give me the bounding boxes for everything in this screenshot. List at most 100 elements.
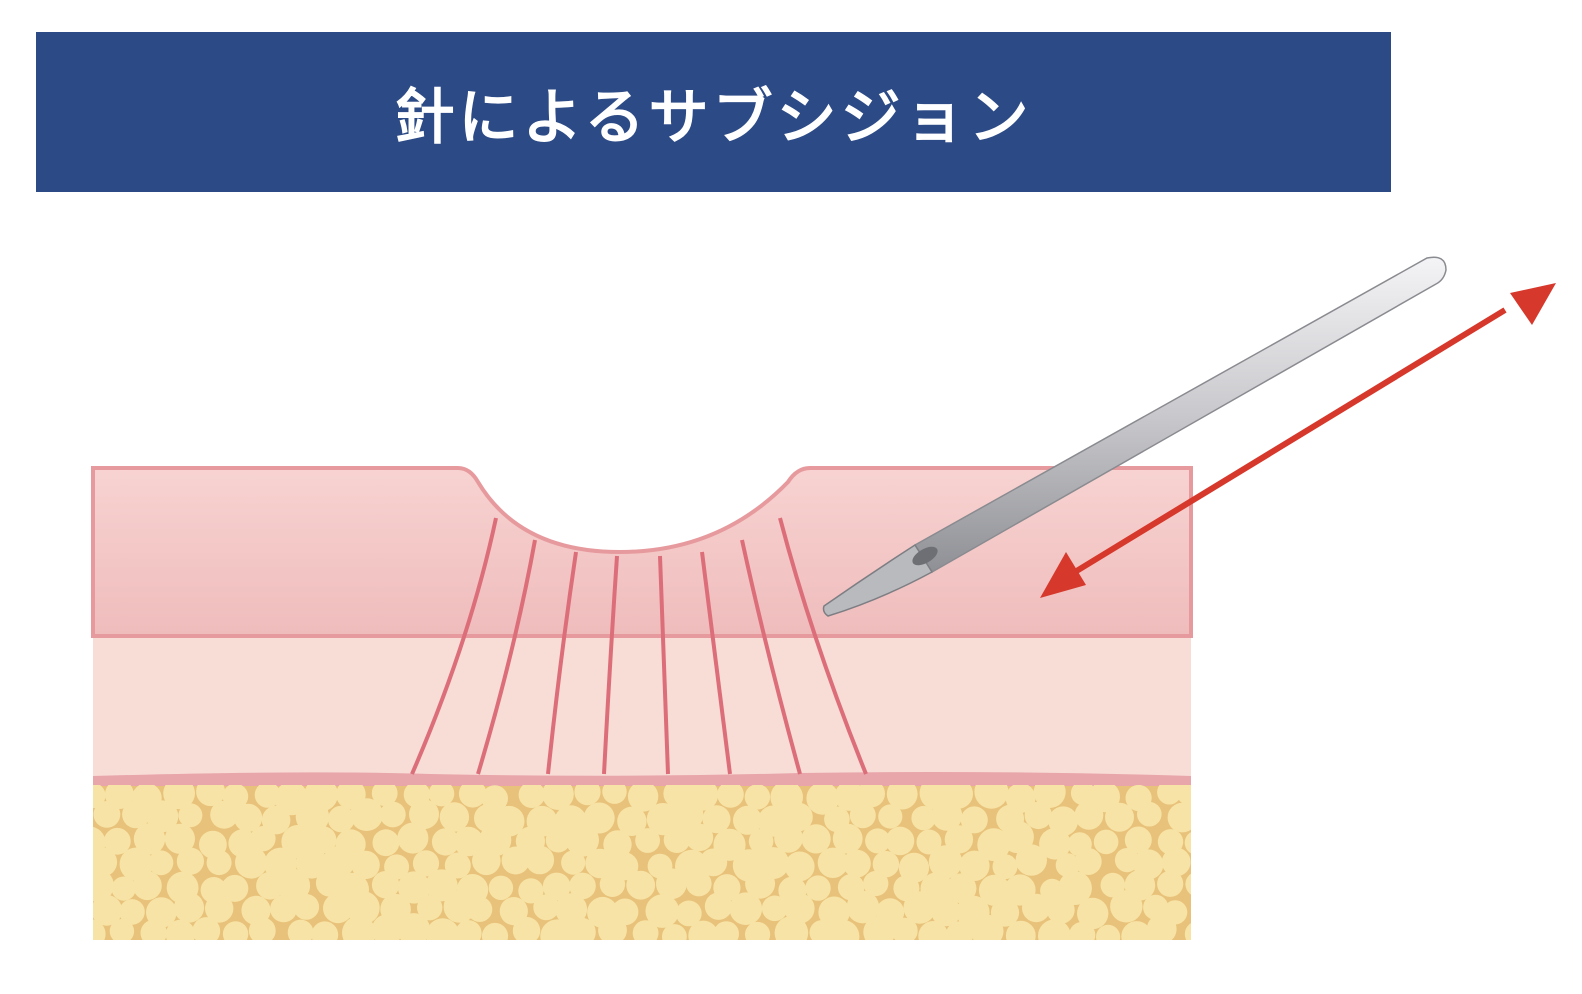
fat-cell	[583, 802, 615, 834]
fat-cell	[931, 800, 963, 831]
fat-cell	[903, 891, 936, 924]
fibrous-band	[658, 555, 670, 775]
fat-cell	[688, 920, 719, 940]
page-title: 針によるサブシジョン	[394, 82, 1033, 153]
fat-cell	[250, 826, 276, 852]
movement-arrow	[1040, 283, 1556, 598]
fat-cell	[626, 870, 656, 900]
fat-cell	[748, 829, 774, 854]
arrow-head-up	[1510, 283, 1556, 325]
fat-cell	[774, 823, 803, 853]
fat-cell	[1157, 785, 1182, 805]
fat-cell	[103, 827, 131, 855]
fat-cell	[350, 798, 383, 831]
fat-cell	[346, 891, 380, 925]
fat-cell	[945, 921, 974, 940]
fibrous-bands	[410, 517, 868, 775]
fat-cell	[627, 785, 659, 812]
fat-cell	[675, 900, 702, 927]
fat-cell	[561, 850, 586, 875]
fat-cell	[846, 890, 880, 924]
fat-cell	[109, 919, 135, 940]
fat-cell	[1093, 829, 1119, 855]
fat-cell	[702, 805, 731, 834]
fat-cell	[1114, 848, 1140, 873]
fibrous-band	[700, 551, 732, 775]
fat-cell	[221, 874, 249, 902]
fat-cell	[699, 848, 728, 877]
fat-cell	[256, 871, 284, 900]
fat-cell	[444, 852, 471, 879]
fat-cell	[685, 823, 714, 852]
fat-cell	[1110, 890, 1143, 923]
fat-cells	[93, 785, 1247, 940]
fat-cell	[501, 846, 530, 875]
fat-cell	[397, 871, 431, 904]
fat-cell	[428, 785, 455, 807]
fat-cell	[1058, 871, 1092, 905]
fat-cell	[784, 802, 813, 832]
fat-cell	[1223, 805, 1247, 829]
fat-cell	[891, 917, 918, 940]
fat-cell	[309, 826, 337, 854]
arrow-head-down	[1040, 552, 1086, 598]
fat-cell	[1100, 872, 1126, 898]
fat-cell	[602, 785, 627, 804]
fat-cell	[729, 892, 763, 925]
fibrous-band	[778, 517, 868, 775]
fat-cell	[1015, 844, 1047, 876]
fat-cell	[412, 850, 440, 877]
fat-cell	[426, 918, 460, 940]
fibrous-band	[740, 539, 802, 775]
fat-cell	[745, 921, 771, 940]
fat-cell	[542, 785, 574, 810]
fat-cell	[635, 828, 660, 853]
fat-cell	[488, 875, 514, 900]
fat-cell	[1146, 914, 1177, 940]
fat-cell	[761, 895, 788, 922]
dermis-layer	[93, 636, 1191, 776]
fat-cell	[1021, 893, 1051, 923]
fat-cell	[165, 919, 196, 940]
fat-cell	[1074, 848, 1102, 875]
fat-cell	[1184, 832, 1191, 854]
title-banner-text-wrap: 針によるサブシジョン	[36, 32, 1391, 192]
fat-cell	[196, 785, 226, 807]
fat-cell	[1105, 802, 1134, 832]
fibrous-band	[546, 551, 578, 775]
fat-cell	[911, 805, 936, 831]
fat-cell	[970, 914, 1004, 940]
fat-cell	[93, 801, 121, 828]
fat-cell	[372, 829, 400, 857]
arrow-shaft	[1068, 307, 1507, 578]
fat-cell	[512, 916, 541, 940]
fat-cell	[518, 785, 545, 808]
fat-cell	[296, 847, 328, 879]
fat-cell	[598, 915, 627, 940]
fat-cell	[472, 846, 501, 876]
fat-cell	[717, 785, 744, 808]
fat-cell	[327, 805, 355, 833]
fat-cell	[745, 868, 776, 899]
fat-cell	[617, 806, 647, 836]
fat-cell	[826, 920, 860, 940]
fat-cell	[467, 896, 493, 923]
fat-cell	[663, 826, 691, 853]
fat-cell	[918, 921, 949, 940]
fat-cell	[311, 921, 339, 940]
fat-cell	[1070, 785, 1096, 806]
epidermis-layer	[91, 466, 1193, 638]
fat-cell	[863, 870, 889, 897]
fat-cell	[140, 919, 167, 940]
fat-cell	[1024, 801, 1053, 830]
fat-cell	[518, 878, 544, 904]
fat-cell	[1046, 895, 1075, 924]
fat-cell	[192, 917, 221, 940]
fat-cell	[205, 894, 234, 923]
fat-cell	[1184, 923, 1191, 940]
fat-cell	[173, 892, 205, 923]
fibrous-band	[476, 539, 537, 775]
fat-cell	[832, 823, 863, 854]
fat-cell	[525, 845, 555, 875]
